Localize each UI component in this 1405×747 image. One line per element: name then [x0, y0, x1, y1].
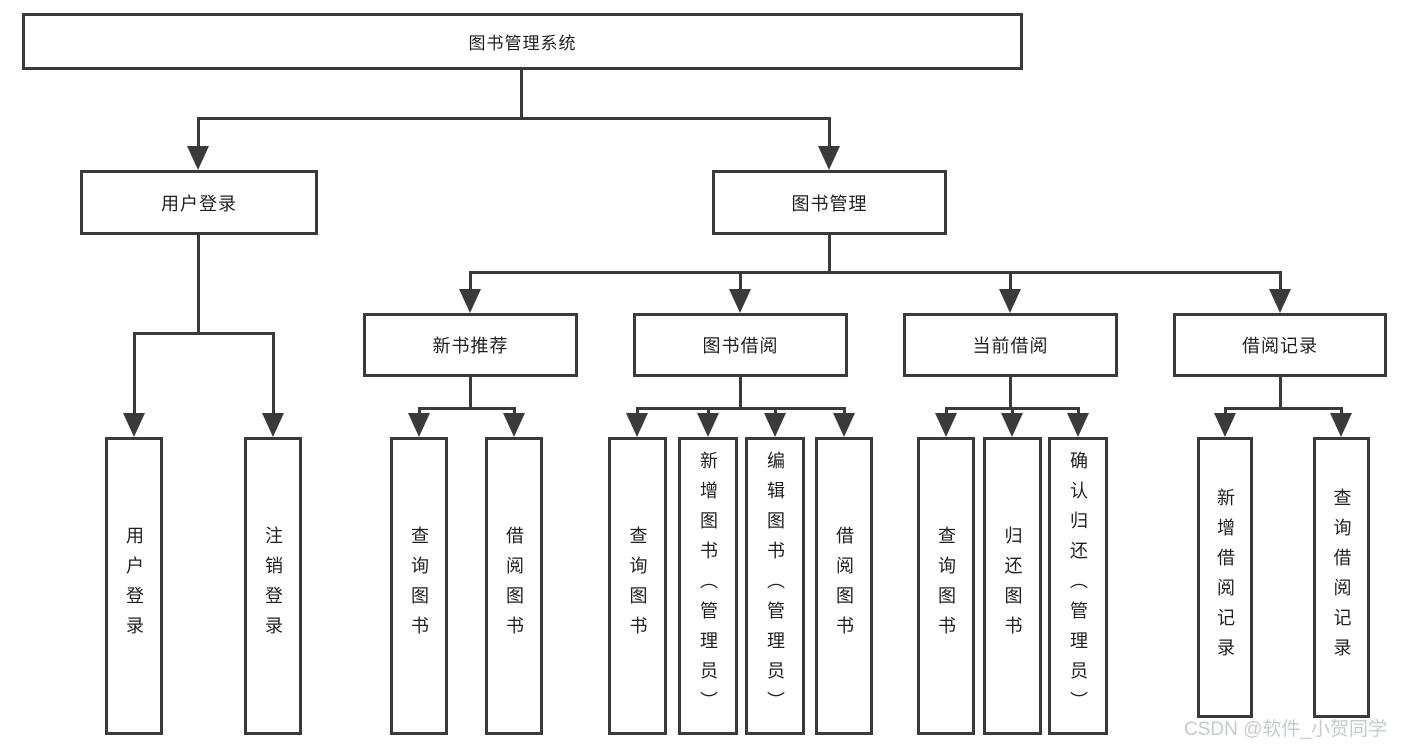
connector-line	[1009, 271, 1012, 295]
arrow-down-icon	[935, 413, 957, 437]
node-label: 新增借阅记录	[1215, 487, 1235, 668]
leaf-query-books-current: 查询图书	[917, 437, 975, 735]
arrow-down-icon	[1001, 413, 1023, 437]
node-label: 确认归还（管理员）	[1068, 451, 1088, 721]
arrow-down-icon	[459, 289, 481, 313]
connector-line	[1279, 377, 1282, 410]
arrow-down-icon	[1067, 413, 1089, 437]
node-book-borrowing: 图书借阅	[633, 313, 848, 377]
node-label: 注销登录	[263, 526, 283, 646]
node-label: 用户登录	[124, 526, 144, 646]
connector-line	[198, 117, 831, 120]
leaf-add-borrow-record: 新增借阅记录	[1197, 437, 1253, 718]
node-label: 图书借阅	[702, 336, 779, 356]
connector-line	[418, 407, 515, 410]
node-new-book-recommend: 新书推荐	[363, 313, 578, 377]
arrow-down-icon	[1330, 413, 1352, 437]
arrow-down-icon	[1214, 413, 1236, 437]
leaf-query-books-borrow: 查询图书	[608, 437, 667, 735]
node-label: 图书管理系统	[468, 34, 577, 53]
leaf-query-borrow-record: 查询借阅记录	[1313, 437, 1370, 718]
node-borrow-records: 借阅记录	[1173, 313, 1387, 377]
node-label: 查询图书	[936, 526, 956, 646]
leaf-logout: 注销登录	[244, 437, 302, 735]
connector-line	[828, 235, 831, 274]
node-label: 借阅记录	[1242, 336, 1318, 356]
arrow-down-icon	[764, 413, 786, 437]
leaf-user-login: 用户登录	[105, 437, 163, 735]
node-label: 新书推荐	[432, 336, 509, 356]
connector-line	[1224, 407, 1342, 410]
connector-line	[469, 377, 472, 410]
node-label: 借阅图书	[834, 526, 854, 646]
node-user-login: 用户登录	[80, 170, 318, 235]
leaf-confirm-return-admin: 确认归还（管理员）	[1048, 437, 1108, 735]
connector-line	[133, 332, 275, 335]
arrow-down-icon	[503, 413, 525, 437]
leaf-borrow-books-recommend: 借阅图书	[485, 437, 543, 735]
connector-line	[520, 70, 523, 118]
leaf-query-books-recommend: 查询图书	[390, 437, 448, 735]
connector-line	[133, 332, 136, 417]
arrow-down-icon	[408, 413, 430, 437]
node-label: 当前借阅	[972, 336, 1049, 356]
node-label: 用户登录	[161, 193, 237, 214]
connector-line	[1009, 377, 1012, 410]
node-label: 查询图书	[627, 526, 648, 646]
arrow-down-icon	[697, 413, 719, 437]
node-label: 编辑图书（管理员）	[765, 451, 785, 721]
arrow-down-icon	[818, 146, 840, 170]
arrow-down-icon	[729, 289, 751, 313]
leaf-edit-book-admin: 编辑图书（管理员）	[745, 437, 805, 735]
arrow-down-icon	[1269, 289, 1291, 313]
arrow-down-icon	[833, 413, 855, 437]
node-current-borrowing: 当前借阅	[903, 313, 1118, 377]
connector-line	[739, 377, 742, 410]
watermark: CSDN @软件_小贺同学	[1184, 719, 1387, 740]
connector-line	[636, 407, 845, 410]
leaf-borrow-books: 借阅图书	[815, 437, 873, 735]
connector-line	[469, 271, 472, 295]
connector-line	[197, 117, 200, 152]
node-root: 图书管理系统	[22, 13, 1023, 70]
node-label: 借阅图书	[504, 526, 524, 646]
arrow-down-icon	[999, 289, 1021, 313]
node-label: 新增图书（管理员）	[698, 451, 718, 721]
leaf-return-book: 归还图书	[983, 437, 1042, 735]
connector-line	[739, 271, 742, 295]
connector-line	[828, 117, 831, 152]
leaf-add-book-admin: 新增图书（管理员）	[678, 437, 738, 735]
arrow-down-icon	[626, 413, 648, 437]
node-label: 查询借阅记录	[1331, 487, 1352, 668]
node-label: 图书管理	[791, 193, 868, 214]
connector-line	[197, 235, 200, 335]
connector-line	[469, 271, 1281, 274]
arrow-down-icon	[187, 146, 209, 170]
arrow-down-icon	[123, 413, 145, 437]
node-label: 归还图书	[1002, 526, 1023, 646]
connector-line	[1279, 271, 1282, 295]
node-label: 查询图书	[409, 526, 429, 646]
arrow-down-icon	[262, 413, 284, 437]
connector-line	[272, 332, 275, 417]
node-book-management: 图书管理	[712, 170, 947, 235]
